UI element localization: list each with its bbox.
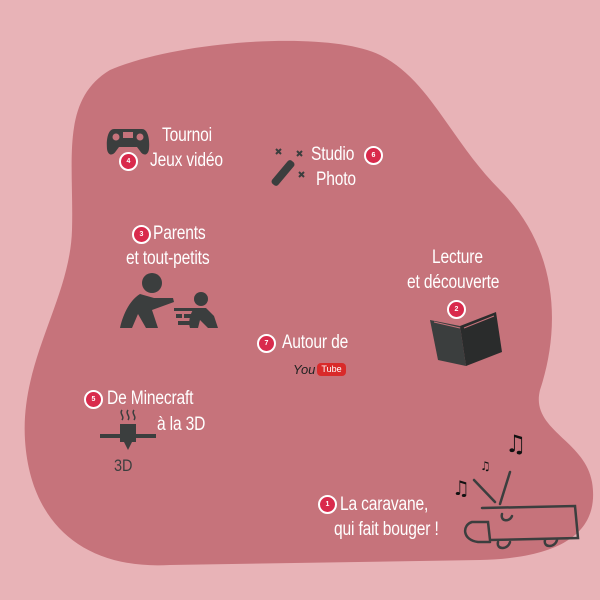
parent-child-icon — [120, 273, 218, 328]
svg-text:♫: ♫ — [480, 459, 491, 473]
badge-6: 6 — [364, 146, 383, 165]
activity-3-line2: et tout-petits — [126, 248, 210, 269]
youtube-logo: You Tube — [293, 361, 346, 377]
activity-1-line2: qui fait bouger ! — [334, 519, 439, 540]
activity-7-line1: Autour de — [282, 332, 349, 353]
badge-5: 5 — [84, 390, 103, 409]
activity-6-line1: Studio — [311, 144, 355, 165]
activity-4-line2: Jeux vidéo — [150, 150, 223, 171]
book-icon — [430, 312, 502, 366]
badge-2: 2 — [447, 300, 466, 319]
3d-printer-icon — [100, 409, 156, 450]
activity-5-line1: De Minecraft — [107, 388, 194, 409]
activity-5-line2: à la 3D — [157, 414, 206, 435]
badge-3: 3 — [132, 225, 151, 244]
badge-1: 1 — [318, 495, 337, 514]
svg-text:♫: ♫ — [505, 430, 527, 458]
badge-4: 4 — [119, 152, 138, 171]
youtube-you: You — [293, 361, 316, 377]
activity-2-line2: et découverte — [407, 272, 500, 293]
svg-text:♫: ♫ — [452, 476, 470, 500]
gamepad-icon — [106, 129, 150, 155]
activity-2-line1: Lecture — [432, 247, 483, 268]
magic-wand-icon — [271, 148, 305, 186]
activity-4-line1: Tournoi — [162, 125, 212, 146]
caravan-icon: ♫ ♫ ♫ — [452, 430, 580, 550]
badge-7: 7 — [257, 334, 276, 353]
activity-3-line1: Parents — [153, 223, 206, 244]
activity-6-line2: Photo — [316, 169, 356, 190]
printer-3d-label: 3D — [114, 456, 133, 475]
youtube-tube: Tube — [317, 362, 346, 376]
activity-1-line1: La caravane, — [340, 494, 429, 515]
